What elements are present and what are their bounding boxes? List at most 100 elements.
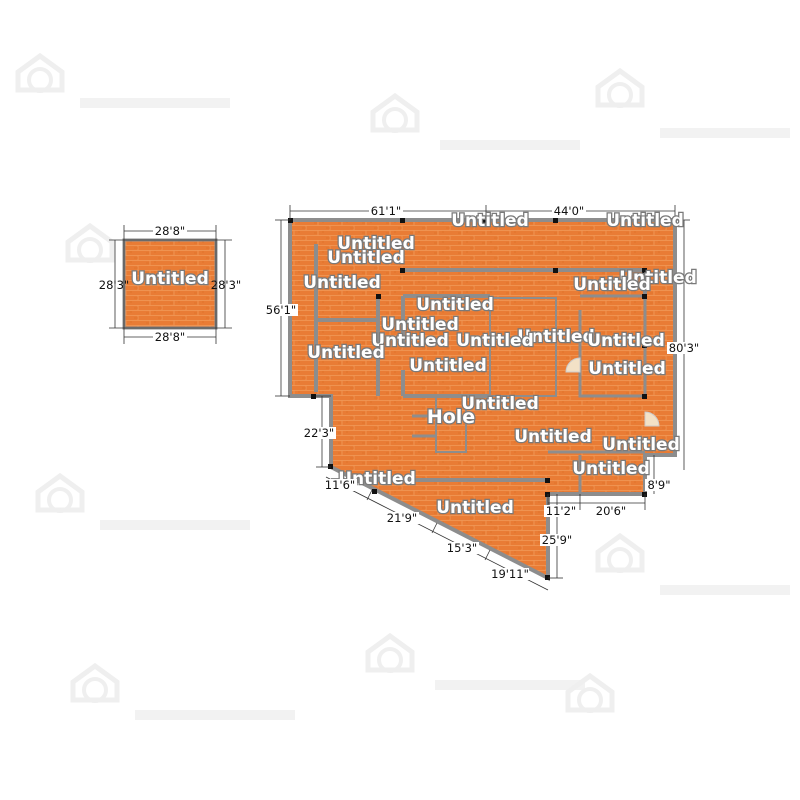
wall-node (400, 268, 405, 273)
wall-node (328, 464, 333, 469)
dimension-label-bg (540, 534, 574, 546)
watermark-layer (18, 56, 790, 720)
dimension-label: 44'0" (554, 204, 584, 218)
dimension-label-bg (264, 304, 298, 316)
dimension-label-bg (153, 331, 187, 343)
room-label: Untitled (573, 275, 651, 295)
interior-wall (401, 294, 490, 398)
wall-nodes (288, 218, 647, 580)
house-logo-watermark-icon (18, 56, 62, 91)
dimension-label-bg (645, 479, 673, 491)
wall-node (642, 268, 647, 273)
dimension-label-bg (667, 342, 701, 354)
dimension-label-bg (594, 505, 628, 517)
house-logo-watermark-icon (73, 666, 117, 701)
dimension-label-right: 28'3" (211, 278, 241, 292)
room-label: Untitled (517, 327, 595, 347)
wall-node (642, 294, 647, 299)
dimension-labels: 61'1" 44'0" 56'1" 80'3" 22'3" 11'6" 21'9… (264, 204, 701, 581)
room-label: Untitled (619, 268, 697, 288)
interior-wall (314, 244, 380, 396)
dimension-tick (431, 522, 438, 534)
house-logo-watermark-icon (373, 96, 417, 131)
room-label: Untitled (371, 331, 449, 351)
room-label: Untitled (461, 394, 539, 414)
dimension-label: 22'3" (304, 426, 334, 440)
interior-wall (412, 414, 436, 438)
dimension-label-bg (153, 225, 187, 237)
dimension-label-bg (491, 568, 529, 580)
room-label: Untitled (587, 331, 665, 351)
watermark-text-bar (435, 680, 585, 690)
dimension-label-bg (445, 542, 479, 554)
dimension-label: 11'2" (546, 504, 576, 518)
room-label: Untitled (514, 427, 592, 447)
wall-node (545, 492, 550, 497)
room-label: Untitled (409, 356, 487, 376)
dimension-label-left: 28'3" (99, 278, 129, 292)
wall-node (288, 218, 293, 223)
dimension-label: 80'3" (669, 341, 699, 355)
interior-wall (489, 297, 557, 397)
wall-node (372, 489, 377, 494)
dimension-label-bg (302, 427, 336, 439)
dimension-label: 56'1" (266, 303, 296, 317)
watermark-text-bar (80, 98, 230, 108)
watermark-text-bar (660, 585, 790, 595)
dimension-label-top: 28'8" (155, 224, 185, 238)
room-label: Untitled (602, 435, 680, 455)
room-label: Untitled (381, 315, 459, 335)
wall-node (642, 492, 647, 497)
wall-node (545, 575, 550, 580)
wall-node (553, 268, 558, 273)
door-swing (644, 411, 660, 427)
dimension-label: 61'1" (371, 204, 401, 218)
dimension-label: 20'6" (596, 504, 626, 518)
dimension-label-bg (323, 479, 357, 491)
main-plan: Untitled Untitled Untitled Untitled Unti… (264, 204, 701, 591)
dimension-label: 21'9" (387, 511, 417, 525)
dimension-tick (366, 489, 373, 501)
hole-outline (435, 395, 467, 453)
wall-node (376, 294, 381, 299)
house-logo-watermark-icon (368, 636, 412, 671)
house-logo-watermark-icon (598, 71, 642, 106)
room-label: Untitled (436, 498, 514, 518)
room-label: Untitled (303, 273, 381, 293)
dimension-label-bg (369, 205, 403, 217)
dimension-label-bottom: 28'8" (155, 330, 185, 344)
room-label: Untitled (327, 248, 405, 268)
wall-node (642, 394, 647, 399)
dimension-label: 8'9" (647, 478, 670, 492)
room-label: Untitled (572, 459, 650, 479)
room-labels: Untitled Untitled Untitled Untitled Unti… (302, 210, 698, 520)
dimension-label: 25'9" (542, 533, 572, 547)
dimension-label: 15'3" (447, 541, 477, 555)
room-label: Untitled (588, 359, 666, 379)
dimension-label-bg (552, 205, 586, 217)
dimension-label: 11'6" (325, 478, 355, 492)
room-label: Untitled (416, 295, 494, 315)
house-logo-watermark-icon (38, 476, 82, 511)
wall-node (553, 218, 558, 223)
room-label: Untitled (337, 234, 415, 254)
room-label: Untitled (131, 269, 209, 289)
hole-label: Hole (427, 406, 475, 428)
house-logo-watermark-icon (68, 226, 112, 261)
door-swing (565, 357, 581, 373)
room-label: Untitled (606, 211, 684, 231)
interior-wall (548, 450, 645, 494)
watermark-text-bar (100, 520, 250, 530)
watermark-text-bar (135, 710, 295, 720)
wall-node (400, 218, 405, 223)
watermark-text-bar (660, 128, 790, 138)
watermark-text-bar (440, 140, 580, 150)
wall-node (642, 343, 647, 348)
house-logo-watermark-icon (598, 536, 642, 571)
room-label: Untitled (456, 331, 534, 351)
dimension-label-bg (385, 512, 419, 524)
small-plan: 28'8" 28'8" 28'3" 28'3" Untitled (99, 224, 241, 344)
wall-node (311, 394, 316, 399)
dimension-tick (484, 549, 491, 561)
